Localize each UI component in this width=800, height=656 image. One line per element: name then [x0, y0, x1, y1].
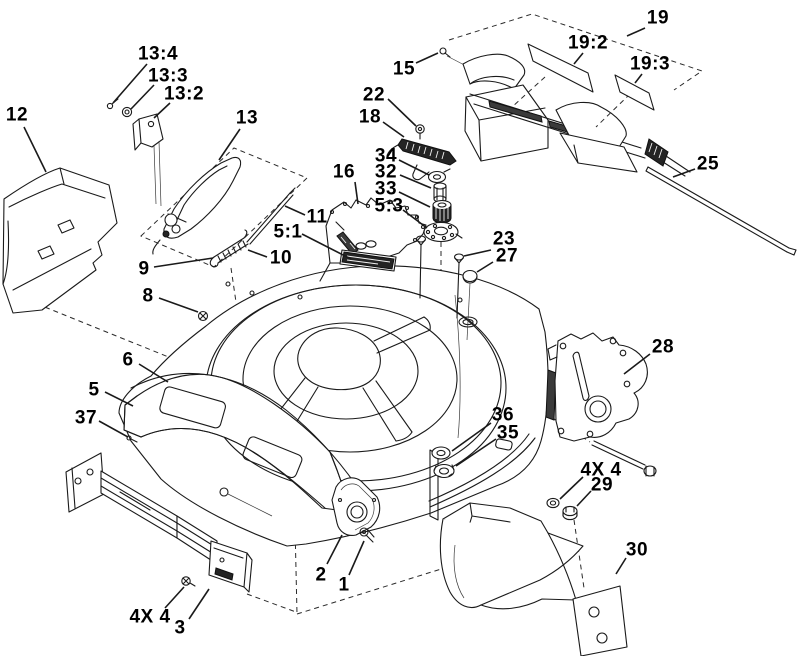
leader-line-13-4 — [218, 128, 241, 161]
leader-line-6-25 — [138, 363, 169, 383]
part-19-bagtop-assembly — [448, 13, 704, 177]
leader-line-4x-4-35 — [164, 586, 185, 609]
leader-line-18-7 — [382, 121, 405, 138]
part-36-washer — [431, 446, 451, 460]
leader-line-4x-4-30 — [559, 476, 584, 500]
part-35-nut — [433, 463, 455, 479]
leader-line-11-13 — [284, 205, 306, 216]
leader-line-3-36 — [188, 588, 210, 620]
part-29-nut — [562, 505, 578, 521]
part-4-bolt-left — [181, 576, 196, 587]
leader-line-19-2-19 — [573, 52, 584, 65]
part-12-side-discharge-cover — [2, 167, 118, 314]
leader-line-28-24 — [623, 353, 651, 375]
part-32-spacer — [433, 182, 447, 203]
part-27-cap-bolt — [462, 269, 478, 341]
leader-line-15-5 — [415, 52, 439, 64]
part-22-screw — [415, 124, 425, 140]
part-28-height-bracket — [545, 332, 648, 442]
leader-line-9-16 — [153, 257, 214, 268]
part-13-lever-assembly — [106, 98, 308, 268]
leader-line-2-33 — [326, 534, 343, 565]
leader-line-5-1-14 — [301, 233, 352, 260]
leader-line-19-18 — [626, 27, 646, 37]
leader-line-27-23 — [476, 261, 494, 273]
leader-line-29-31 — [576, 490, 592, 507]
leader-line-13-2-3 — [153, 102, 171, 119]
leader-line-36-28 — [451, 422, 492, 452]
leader-line-19-3-20 — [634, 73, 643, 84]
leader-line-25-21 — [672, 168, 696, 178]
part-19-2-decal — [527, 43, 594, 93]
part-33-gear — [432, 199, 452, 224]
part-23-bolt — [415, 235, 465, 319]
leader-line-13-3-2 — [130, 84, 155, 110]
part-5-3-pulley — [423, 221, 463, 243]
leader-line-5-3-11 — [402, 209, 428, 229]
leader-line-34-8 — [398, 159, 430, 176]
leader-line-5-26 — [104, 391, 134, 407]
leader-line-30-32 — [615, 557, 627, 575]
part-30-deflector — [439, 502, 628, 656]
part-19-3-decal — [614, 74, 655, 111]
part-5-1-decal — [339, 240, 397, 272]
leader-line-35-29 — [455, 438, 497, 467]
part-16-rear-bracket-panel — [319, 197, 427, 282]
leader-line-23-22 — [463, 249, 492, 257]
leader-line-33-10 — [398, 191, 431, 208]
leader-line-16-12 — [354, 181, 359, 205]
part-11-rod — [246, 187, 296, 245]
part-1-bolt — [359, 527, 375, 543]
part-9-10-spring — [209, 229, 249, 268]
part-34-washer — [427, 168, 451, 184]
part-4-bolt-right — [546, 440, 657, 509]
leader-line-22-6 — [387, 98, 417, 127]
part-2-cover-plate — [331, 477, 381, 536]
leader-line-8-17 — [158, 297, 199, 313]
leader-line-37-27 — [98, 420, 129, 438]
part-3-support-bracket — [65, 452, 253, 593]
leader-line-10-15 — [247, 249, 268, 258]
leader-line-12-0 — [23, 126, 47, 173]
part-18-brake-rack — [386, 138, 457, 181]
leader-line-32-9 — [399, 174, 432, 189]
leader-line-1-34 — [348, 540, 365, 576]
part-25-rod — [645, 166, 797, 256]
leader-line-13-4-1 — [112, 63, 148, 104]
